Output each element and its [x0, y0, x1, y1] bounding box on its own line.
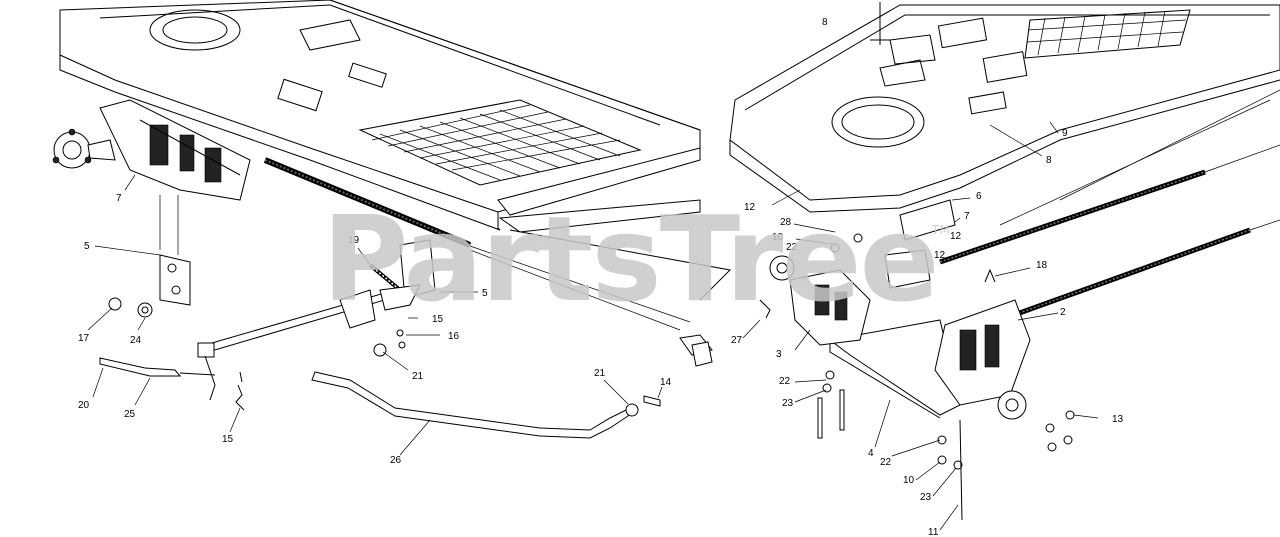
- left-spring-assembly: [339, 239, 436, 357]
- left-transaxle-unit: [52, 99, 251, 201]
- callout-9: 9: [1062, 128, 1068, 139]
- watermark-trademark: TM: [931, 223, 950, 237]
- left-spring-rod: [263, 157, 691, 331]
- left-hardware: [108, 297, 245, 411]
- callout-19: 19: [348, 235, 360, 246]
- callout-27: 27: [731, 335, 743, 346]
- right-transaxle-unit-2: [934, 299, 1031, 420]
- callout-15: 15: [432, 314, 444, 325]
- callout-21: 21: [594, 368, 606, 379]
- watermark: PartsTree TM: [322, 190, 950, 328]
- callout-4: 4: [868, 448, 874, 459]
- callout-21: 21: [412, 371, 424, 382]
- right-hardware: [759, 2, 1075, 521]
- callout-18: 18: [1036, 260, 1048, 271]
- callout-26: 26: [390, 455, 402, 466]
- callout-12: 12: [744, 202, 756, 213]
- callout-12: 12: [950, 231, 962, 242]
- callout-25: 25: [124, 409, 136, 420]
- callout-11: 11: [928, 527, 939, 537]
- left-brake-rod: [311, 371, 661, 439]
- left-cable-connector: [679, 334, 713, 367]
- callout-6: 6: [976, 191, 982, 202]
- callout-15: 15: [222, 434, 234, 445]
- callout-10: 10: [903, 475, 915, 486]
- callout-16: 16: [448, 331, 460, 342]
- callout-10: 10: [772, 232, 784, 243]
- callout-2: 2: [1060, 307, 1066, 318]
- callout-24: 24: [130, 335, 142, 346]
- left-bracket-5: [159, 195, 191, 306]
- watermark-text: PartsTree: [322, 190, 938, 328]
- callout-23: 23: [782, 398, 794, 409]
- callout-28: 28: [780, 217, 792, 228]
- leader-lines: [87, 121, 1099, 531]
- callout-14: 14: [660, 377, 672, 388]
- left-deck-grille: [358, 99, 642, 186]
- callout-8: 8: [822, 17, 828, 28]
- callout-22: 22: [786, 242, 798, 253]
- right-transaxle-unit-3: [769, 249, 931, 346]
- callout-labels: 7 5 19 5 15 16 17 24 21 20 25 15 26 21 1…: [78, 17, 1124, 537]
- right-chassis-frame: [729, 4, 1280, 213]
- callout-23: 23: [920, 492, 932, 503]
- left-chassis-frame: [59, 0, 732, 301]
- callout-22: 22: [779, 376, 791, 387]
- callout-5: 5: [84, 241, 90, 252]
- callout-13: 13: [1112, 414, 1124, 425]
- callout-7: 7: [116, 193, 122, 204]
- callout-5: 5: [482, 288, 488, 299]
- right-deck-grille: [1024, 9, 1191, 59]
- callout-22: 22: [880, 457, 892, 468]
- callout-12: 12: [934, 250, 946, 261]
- callout-20: 20: [78, 400, 90, 411]
- callout-3: 3: [776, 349, 782, 360]
- right-drive-rods: [939, 89, 1280, 323]
- callout-17: 17: [78, 333, 90, 344]
- callout-8: 8: [1046, 155, 1052, 166]
- callout-7: 7: [964, 211, 970, 222]
